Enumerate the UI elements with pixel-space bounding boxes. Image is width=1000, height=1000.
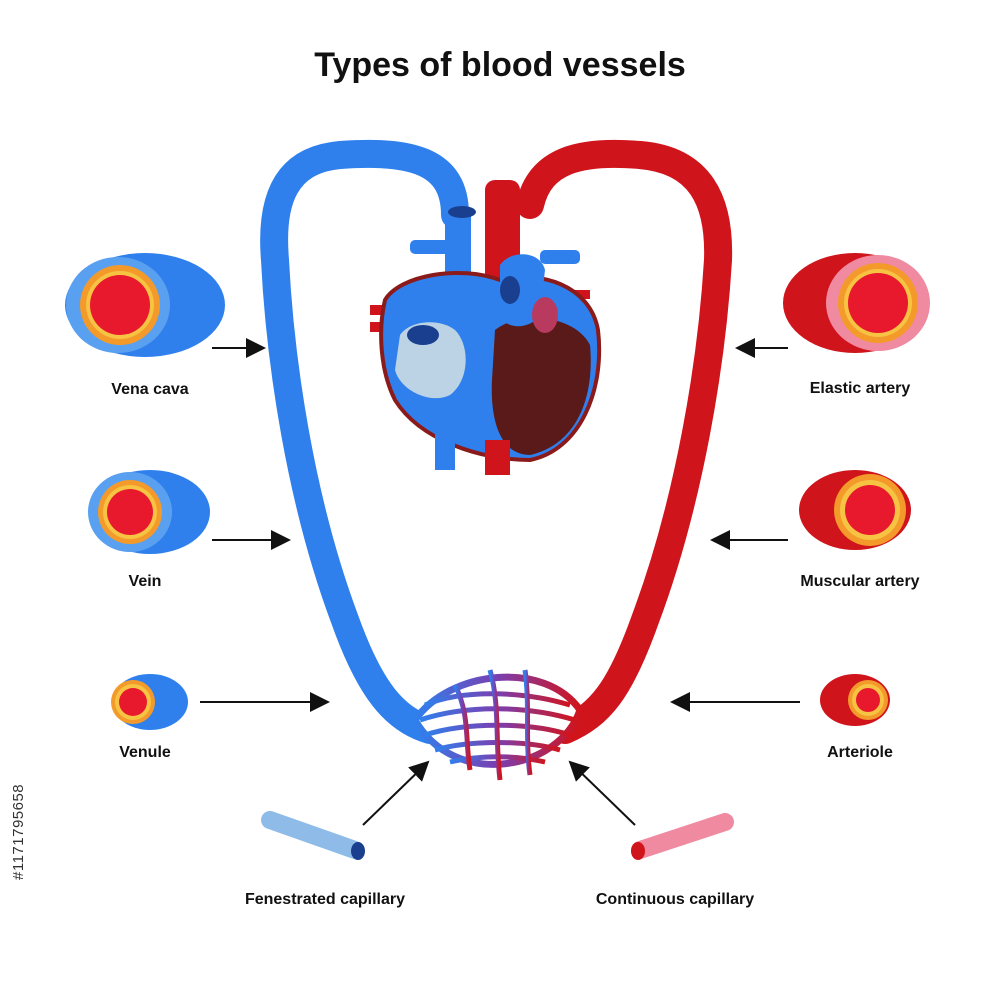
label-vein: Vein — [128, 573, 162, 590]
label-venule: Venule — [119, 744, 171, 761]
label-fenestrated-capillary: Fenestrated capillary — [244, 891, 406, 908]
continuous-capillary-illustration — [631, 813, 734, 860]
arrow-continuous-capillary — [568, 760, 636, 826]
capillary-bed — [410, 669, 584, 781]
label-continuous-capillary: Continuous capillary — [595, 891, 755, 908]
stock-id-watermark: #1171795658 — [10, 783, 27, 880]
diagram-title: Types of blood vessels — [314, 46, 686, 84]
label-arteriole: Arteriole — [827, 744, 893, 761]
label-elastic-artery: Elastic artery — [809, 380, 911, 397]
arrow-fenestrated-capillary — [362, 760, 430, 826]
heart-illustration — [370, 180, 602, 475]
muscular-artery-cross-section — [799, 470, 911, 550]
venous-vessel — [260, 139, 469, 744]
elastic-artery-cross-section — [783, 253, 930, 353]
label-vena-cava: Vena cava — [111, 381, 189, 398]
venule-cross-section — [111, 674, 188, 730]
label-muscular-artery: Muscular artery — [800, 573, 920, 590]
fenestrated-capillary-illustration — [261, 811, 365, 860]
vena-cava-cross-section — [65, 253, 225, 357]
vein-cross-section — [88, 470, 210, 554]
arteriole-cross-section — [820, 674, 890, 726]
arterial-vessel — [516, 139, 733, 744]
arrows — [200, 338, 800, 826]
